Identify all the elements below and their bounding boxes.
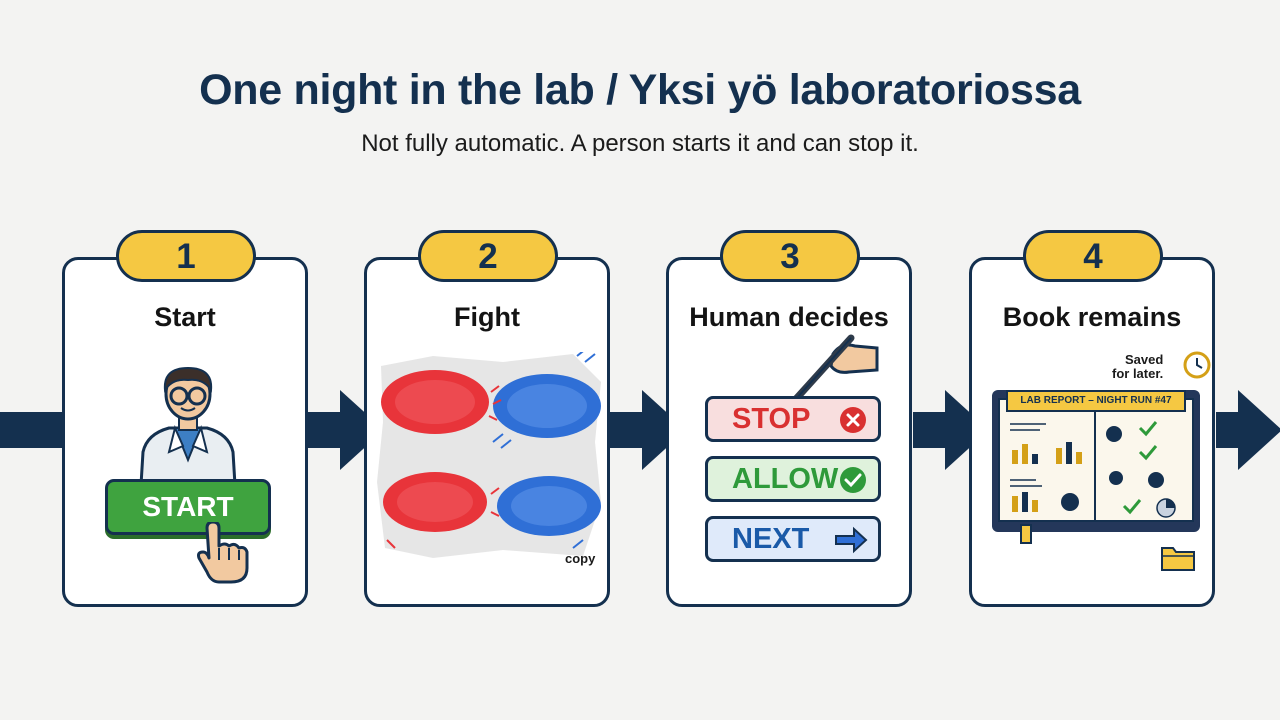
scientist-icon bbox=[139, 366, 237, 485]
bookmark-ribbon bbox=[1020, 524, 1032, 544]
step-label: Fight bbox=[454, 302, 520, 332]
pen-hand-icon bbox=[791, 334, 879, 404]
step-badge: 2 bbox=[418, 230, 558, 282]
step-label: Human decides bbox=[689, 302, 889, 332]
clock-icon bbox=[1183, 351, 1211, 379]
close-icon bbox=[840, 407, 866, 433]
next-button[interactable]: NEXT bbox=[705, 516, 881, 562]
next-button-label: NEXT bbox=[732, 523, 810, 555]
start-button-label: START bbox=[142, 491, 234, 522]
open-book-icon: LAB REPORT – NIGHT RUN #47 bbox=[992, 390, 1200, 544]
check-icon bbox=[840, 467, 866, 493]
step-label: Start bbox=[154, 302, 216, 332]
report-charts-icon bbox=[1010, 421, 1176, 518]
page-title: One night in the lab / Yksi yö laborator… bbox=[199, 66, 1081, 114]
start-button[interactable]: START bbox=[105, 479, 271, 535]
step-badge: 4 bbox=[1023, 230, 1163, 282]
step-badge: 3 bbox=[720, 230, 860, 282]
step-card-human-decides: Human decides STOP ALLOW NEXT bbox=[666, 257, 912, 607]
stop-button[interactable]: STOP bbox=[705, 396, 881, 442]
arrow-right-icon bbox=[835, 526, 868, 554]
pointing-hand-icon bbox=[197, 522, 249, 584]
step-label: Book remains bbox=[1002, 302, 1182, 332]
flow-line-left bbox=[0, 412, 64, 448]
book-title: LAB REPORT – NIGHT RUN #47 bbox=[1020, 395, 1172, 406]
stop-button-label: STOP bbox=[732, 403, 811, 435]
step-card-book-remains: Book remains Saved for later. LAB REPORT… bbox=[969, 257, 1215, 607]
saved-note: Saved for later. bbox=[1112, 352, 1164, 381]
page-subtitle: Not fully automatic. A person starts it … bbox=[361, 130, 919, 157]
flow-arrow-4 bbox=[1238, 390, 1280, 470]
swarm-fight-illustration bbox=[377, 352, 601, 558]
step-card-start: Start START bbox=[62, 257, 308, 607]
allow-button-label: ALLOW bbox=[732, 463, 839, 495]
step-card-fight: Fight copy bbox=[364, 257, 610, 607]
copy-caption: copy bbox=[565, 551, 596, 566]
book-title-banner: LAB REPORT – NIGHT RUN #47 bbox=[1006, 390, 1186, 412]
allow-button[interactable]: ALLOW bbox=[705, 456, 881, 502]
step-badge: 1 bbox=[116, 230, 256, 282]
folder-icon bbox=[1161, 547, 1195, 571]
